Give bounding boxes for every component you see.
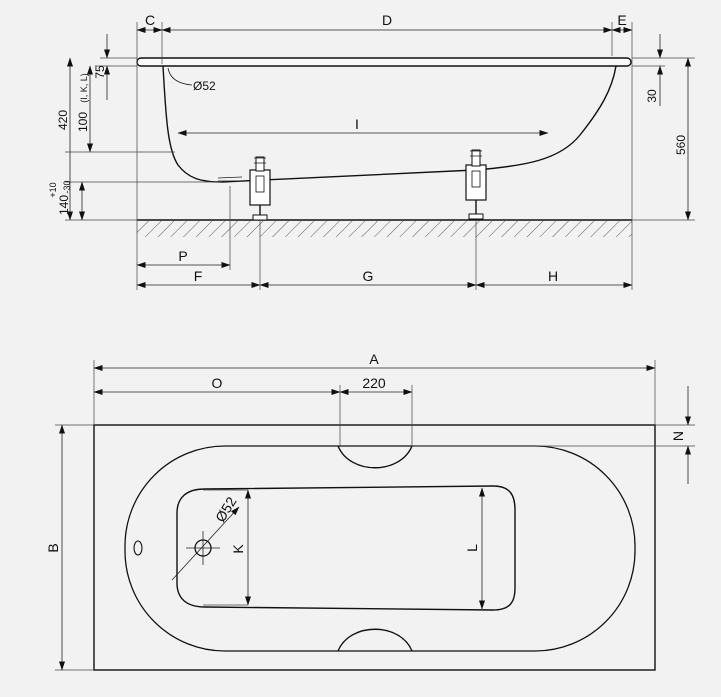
dim-label-b: B: [45, 543, 61, 552]
tub-floor-outline: [176, 485, 516, 611]
top-view: A O 220 N B Ø52 K L: [45, 351, 695, 671]
overflow-hole: [133, 540, 143, 556]
dim-label-e: E: [617, 12, 626, 28]
tub-leg-left: [249, 156, 271, 221]
tolerance-plus-10: +10: [48, 182, 58, 197]
dim-label-560: 560: [674, 135, 688, 155]
dim-label-n: N: [670, 431, 686, 441]
top-extension-lines: [55, 360, 695, 671]
tub-leg-right: [465, 149, 487, 220]
dim-label-g: G: [363, 268, 374, 284]
dim-label-p: P: [178, 248, 187, 264]
dim-label-h: H: [548, 268, 558, 284]
dim-label-i: I: [355, 116, 359, 132]
dim-label-220: 220: [362, 375, 386, 391]
dim-label-drain-diameter: Ø52: [212, 494, 240, 525]
dim-label-c: C: [145, 12, 155, 28]
dim-label-100-note: (I, K, L): [79, 73, 89, 103]
side-view: C D E 75 Ø52 100 (I, K, L) 420 I +10 140…: [48, 12, 695, 290]
top-dimension-lines: [59, 365, 691, 671]
tub-basin-outline: [124, 445, 636, 652]
drain-hole: [171, 506, 240, 581]
dim-label-o: O: [212, 375, 223, 391]
side-dimension-lines: [67, 27, 691, 288]
dim-label-waste-diameter: Ø52: [193, 79, 216, 93]
handle-recess-top: [337, 445, 413, 469]
dim-label-30: 30: [645, 89, 659, 103]
dim-label-l: L: [464, 544, 480, 552]
dim-label-f: F: [194, 268, 203, 284]
dim-label-k: K: [230, 544, 246, 554]
dim-label-d: D: [382, 12, 392, 28]
tub-rim: [136, 57, 632, 67]
dim-label-100: 100: [76, 112, 90, 132]
dim-label-420: 420: [56, 110, 70, 130]
tub-body-profile: [162, 65, 617, 183]
dim-label-75: 75: [93, 65, 107, 79]
side-extension-lines: [65, 22, 695, 290]
tolerance-minus-30: -30: [62, 180, 72, 193]
dim-label-a: A: [369, 351, 379, 367]
floor: [137, 219, 632, 237]
dim-label-140: 140: [57, 195, 71, 215]
handle-recess-bottom: [337, 628, 413, 652]
tub-outline-top: [93, 424, 656, 671]
